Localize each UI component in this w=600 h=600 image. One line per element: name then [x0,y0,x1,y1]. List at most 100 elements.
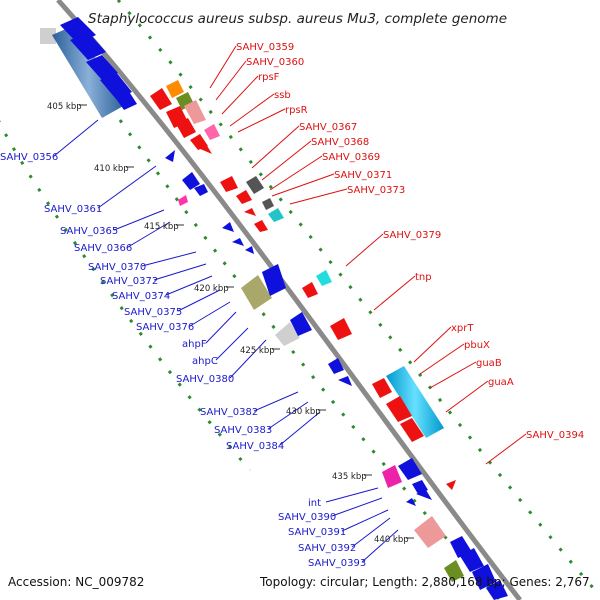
gene-labels: SAHV_0359SAHV_0360rpsFssbrpsRSAHV_0367SA… [0,42,584,569]
gene-label: SAHV_0375 [124,307,182,318]
gene-arrow [338,376,352,386]
leader-line [253,391,299,412]
leader-line [331,497,383,517]
gene-label: SAHV_0382 [200,407,258,418]
leader-line [53,119,99,157]
gene-arrow [150,88,172,110]
forward-features [150,80,456,490]
accession-text: Accession: NC_009782 [8,575,144,589]
gene-label: SAHV_0384 [226,441,284,452]
gene-label: ssb [274,90,291,101]
gene-label: tnp [415,272,432,283]
gene-arrow [262,264,286,296]
gene-arrow [86,55,118,80]
gene-label: SAHV_0376 [136,322,194,333]
leader-line [209,45,237,89]
gene-arrow [386,396,412,422]
scale-tick-label: 430 kbp [286,407,321,417]
gene-arrow [472,564,496,590]
gene-arrow [222,222,234,232]
leader-line [177,289,221,312]
gene-label: SAHV_0390 [278,512,336,523]
gene-label: guaA [488,377,514,388]
gene-arrow [194,184,208,196]
gene-label: SAHV_0373 [347,185,405,196]
leader-line [261,140,312,181]
leader-line [205,311,237,344]
gene-block [268,208,284,222]
map-title: Staphylococcus aureus subsp. aureus Mu3,… [88,11,507,27]
dotted-ring [118,119,502,600]
gene-arrow [412,480,428,494]
leader-line [445,380,489,413]
gene-block [241,275,272,310]
leader-line [229,93,275,127]
gene-arrow [245,246,254,254]
gene-label: SAHV_0391 [288,527,346,538]
gene-label: SAHV_0392 [298,543,356,554]
gene-arrow [176,118,196,138]
gene-block [316,270,332,286]
gene-label: SAHV_0380 [176,374,234,385]
gene-block [52,25,125,118]
gene-label: SAHV_0374 [112,291,170,302]
gene-label: SAHV_0372 [100,276,158,287]
leader-line [237,108,286,133]
leader-line [189,301,231,327]
gene-arrow [165,150,175,162]
gene-block [386,366,444,438]
leader-line [165,275,213,296]
leader-line [267,401,309,430]
gene-label: SAHV_0360 [246,57,304,68]
gene-label: SAHV_0371 [334,170,392,181]
gene-arrow [198,144,212,154]
gene-block [262,198,274,210]
gene-arrow [244,208,256,216]
genome-summary-text: Topology: circular; Length: 2,880,168 bp… [259,575,590,589]
gene-arrow [460,548,484,572]
gene-block [40,28,56,44]
scale-tick-label: 435 kbp [332,472,367,482]
leader-line [419,343,465,375]
gene-label: SAHV_0366 [74,243,132,254]
gene-arrow [290,312,312,336]
leader-line [269,155,323,191]
gene-label: SAHV_0394 [526,430,584,441]
gene-arrow [406,498,416,506]
gene-arrow [416,490,432,500]
gene-arrow [372,378,392,398]
leader-line [141,251,197,267]
gene-block [382,465,402,488]
gene-arrow [398,458,422,480]
gene-label: SAHV_0369 [322,152,380,163]
leader-line [215,327,249,361]
gene-label: SAHV_0356 [0,152,58,163]
gene-label: xprT [451,323,474,334]
gene-label: guaB [476,358,502,369]
leader-line [373,275,416,311]
scale-tick-label: 425 kbp [240,346,275,356]
gene-arrow [178,195,188,206]
gene-block [204,124,220,140]
dotted-ring [116,0,597,591]
gene-arrow [330,318,352,340]
leader-line [97,165,157,209]
gene-label: ahpF [182,339,207,350]
gene-block [275,322,300,346]
leader-line [351,517,391,548]
gene-label: SAHV_0379 [383,230,441,241]
leader-line [279,411,321,446]
scale-tick-label: 440 kbp [374,535,409,545]
leader-line [289,188,348,205]
leader-line [251,125,300,169]
gene-arrow [70,32,106,60]
gene-arrow [400,418,424,442]
scale-tick-label: 405 kbp [47,102,82,112]
scale-tick-label: 410 kbp [94,164,129,174]
leader-line [113,209,165,231]
leader-line [325,487,379,503]
gene-block [444,560,464,582]
